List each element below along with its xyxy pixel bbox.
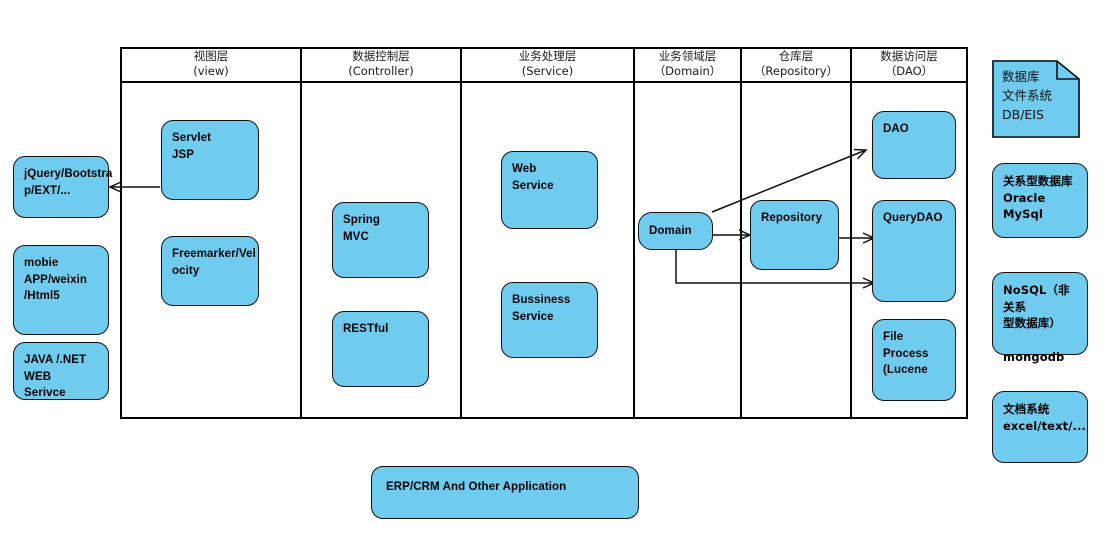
column-header-domain-en: （Domain） [653, 64, 722, 78]
column-header-repository-en: （Repository） [753, 64, 839, 78]
bottom-box-erp-crm[interactable]: ERP/CRM And Other Application [371, 466, 639, 519]
column-divider-2 [460, 47, 462, 419]
column-header-controller: 数据控制层 (Controller) [302, 47, 460, 81]
storage-box-nosql[interactable]: NoSQL（非关系 型数据库） mongodb [992, 272, 1088, 364]
storage-note-database[interactable]: 数据库 文件系统 DB/EIS [992, 60, 1080, 138]
column-header-service-cn: 业务处理层 [518, 48, 577, 63]
column-header-dao: 数据访问层 （DAO） [852, 47, 966, 81]
controller-box-restful[interactable]: RESTful [332, 311, 429, 387]
service-box-web-service[interactable]: Web Service [501, 151, 598, 229]
column-header-dao-en: （DAO） [884, 64, 934, 78]
column-header-domain: 业务领域层 （Domain） [635, 47, 740, 81]
column-header-controller-cn: 数据控制层 [352, 48, 410, 63]
client-box-mobile[interactable]: mobie APP/weixin /Html5 [13, 245, 109, 335]
view-box-servlet-jsp[interactable]: Servlet JSP [161, 120, 259, 200]
service-box-bussiness-service[interactable]: Bussiness Service [501, 282, 598, 358]
edge-domain-to-dao [711, 148, 868, 213]
column-header-dao-cn: 数据访问层 [880, 48, 938, 63]
column-header-view: 视图层 (view) [122, 47, 300, 81]
view-box-freemarker-velocity[interactable]: Freemarker/Vel ocity [161, 236, 259, 306]
controller-box-spring-mvc[interactable]: Spring MVC [332, 202, 429, 278]
column-divider-3 [633, 47, 635, 419]
storage-box-document-system[interactable]: 文档系统 excel/text/... [992, 391, 1088, 463]
storage-box-relational-db[interactable]: 关系型数据库 Oracle MySql [992, 163, 1088, 238]
storage-note-database-label: 数据库 文件系统 DB/EIS [992, 60, 1080, 138]
column-divider-5 [850, 47, 852, 419]
column-header-view-en: (view) [193, 64, 229, 78]
column-divider-1 [300, 47, 302, 419]
column-header-repository: 仓库层 （Repository） [742, 47, 850, 81]
column-header-controller-en: (Controller) [348, 64, 414, 78]
dao-box-querydao[interactable]: QueryDAO [872, 200, 956, 302]
dao-box-file-process[interactable]: File Process (Lucene [872, 319, 956, 401]
edge-domain-to-querydao [675, 250, 876, 289]
column-header-service-en: (Service) [521, 64, 574, 78]
repository-box-repository[interactable]: Repository [750, 200, 839, 270]
swimlane-header-rule [120, 81, 968, 83]
client-box-java-net[interactable]: JAVA /.NET WEB Serivce [13, 342, 109, 400]
column-header-repository-cn: 仓库层 [778, 48, 814, 63]
client-box-jquery[interactable]: jQuery/Bootstra p/EXT/... [13, 156, 112, 218]
column-header-view-cn: 视图层 [193, 48, 229, 63]
dao-box-dao[interactable]: DAO [872, 111, 956, 179]
domain-box-domain[interactable]: Domain [638, 212, 713, 250]
column-header-service: 业务处理层 (Service) [462, 47, 633, 81]
column-header-domain-cn: 业务领域层 [658, 48, 717, 63]
